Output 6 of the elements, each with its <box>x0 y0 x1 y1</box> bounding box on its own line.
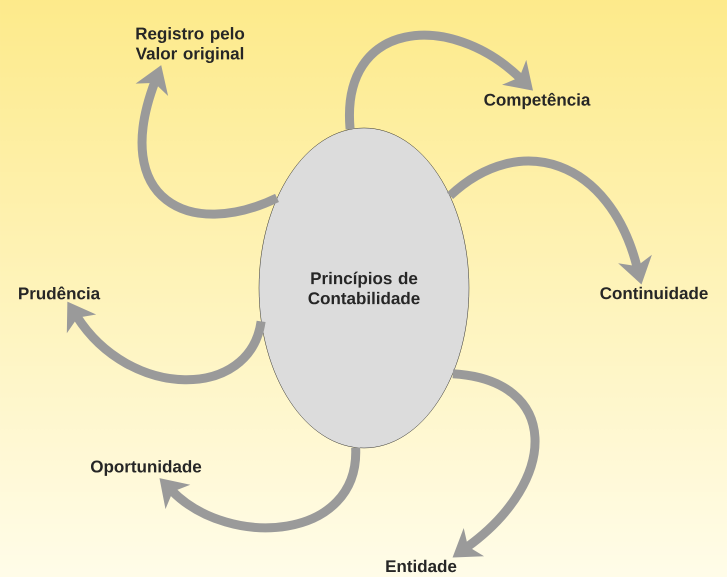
principle-label: Registro pelo Valor original <box>136 27 244 63</box>
principle-label: Prudência <box>19 286 100 300</box>
principle-label: Competência <box>484 92 590 110</box>
principle-label: Continuidade <box>600 286 708 300</box>
principle-label: Oportunidade <box>90 460 202 476</box>
principle-label: Entidade <box>386 560 456 572</box>
